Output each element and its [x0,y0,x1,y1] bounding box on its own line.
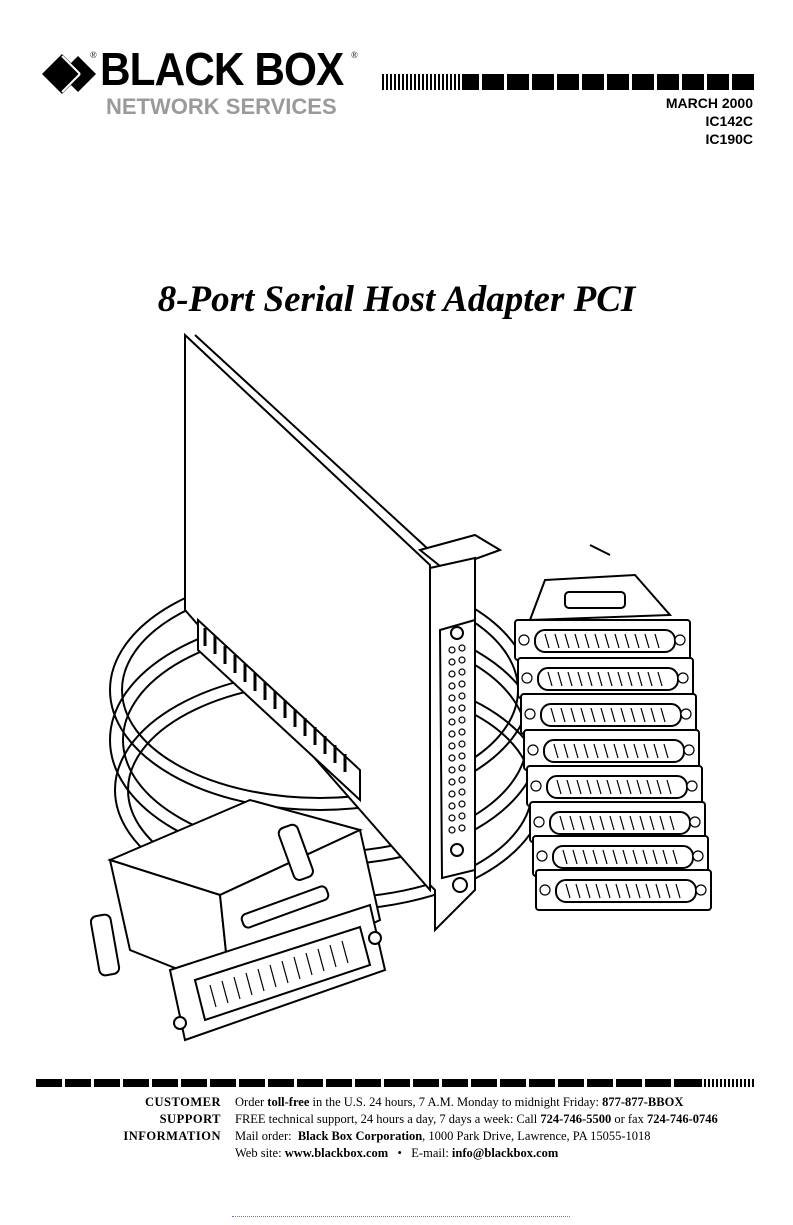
connector-pins [544,633,681,899]
toll-free-text: toll-free [267,1095,310,1109]
footer-rule-fine [700,1079,756,1087]
mounting-bracket [417,533,503,933]
mail-order-text: Mail order: [235,1129,298,1143]
web-line: Web site: www.blackbox.com • E-mail: inf… [235,1145,718,1162]
email-text: • E-mail: [388,1146,452,1160]
order-text: Order [235,1095,268,1109]
model-number-1: IC142C [705,113,753,129]
label-line-support: SUPPORT [159,1112,221,1126]
connector-screws [518,634,707,896]
product-illustration [90,332,712,1042]
host-cable-connector [90,798,387,1042]
email-link[interactable]: info@blackbox.com [451,1146,559,1160]
label-line-information: INFORMATION [123,1129,221,1143]
breakout-hood [528,544,673,622]
tech-support-line: FREE technical support, 24 hours a day, … [235,1111,718,1128]
fax-number: 724-746-0746 [646,1112,718,1126]
header-rule [382,74,754,90]
edge-connector [197,617,361,803]
order-line: Order toll-free in the U.S. 24 hours, 7 … [235,1094,718,1111]
header-rule-fine [382,74,462,90]
label-line-customer: CUSTOMER [144,1095,221,1109]
brand-name: BLACK BOX [100,43,344,95]
publication-date: MARCH 2000 [665,95,753,111]
document-title: 8-Port Serial Host Adapter PCI [157,279,636,320]
registered-mark: ® [90,50,97,60]
db25-connectors [514,619,712,911]
company-name: Black Box Corporation [297,1129,423,1143]
registered-mark-right: ® [351,50,358,60]
model-number-2: IC190C [705,131,753,147]
fax-text: or fax [611,1112,647,1126]
company-address: , 1000 Park Drive, Lawrence, PA 15055-10… [422,1129,651,1143]
brand-tagline: NETWORK SERVICES [106,94,337,119]
mail-order-line: Mail order: Black Box Corporation, 1000 … [235,1128,718,1145]
order-hours-text: in the U.S. 24 hours, 7 A.M. Monday to m… [309,1095,603,1109]
footer-rule [36,1079,756,1087]
logo-diamond-icon [42,54,96,94]
bottom-divider [232,1216,570,1217]
tech-support-text: FREE technical support, 24 hours a day, … [235,1112,541,1126]
customer-support-info: Order toll-free in the U.S. 24 hours, 7 … [235,1094,718,1162]
web-site-text: Web site: [235,1146,285,1160]
customer-support-label: CUSTOMER SUPPORT INFORMATION [100,1094,221,1145]
order-phone: 877-877-BBOX [602,1095,684,1109]
tech-support-phone: 724-746-5500 [540,1112,612,1126]
web-site-link[interactable]: www.blackbox.com [284,1146,389,1160]
